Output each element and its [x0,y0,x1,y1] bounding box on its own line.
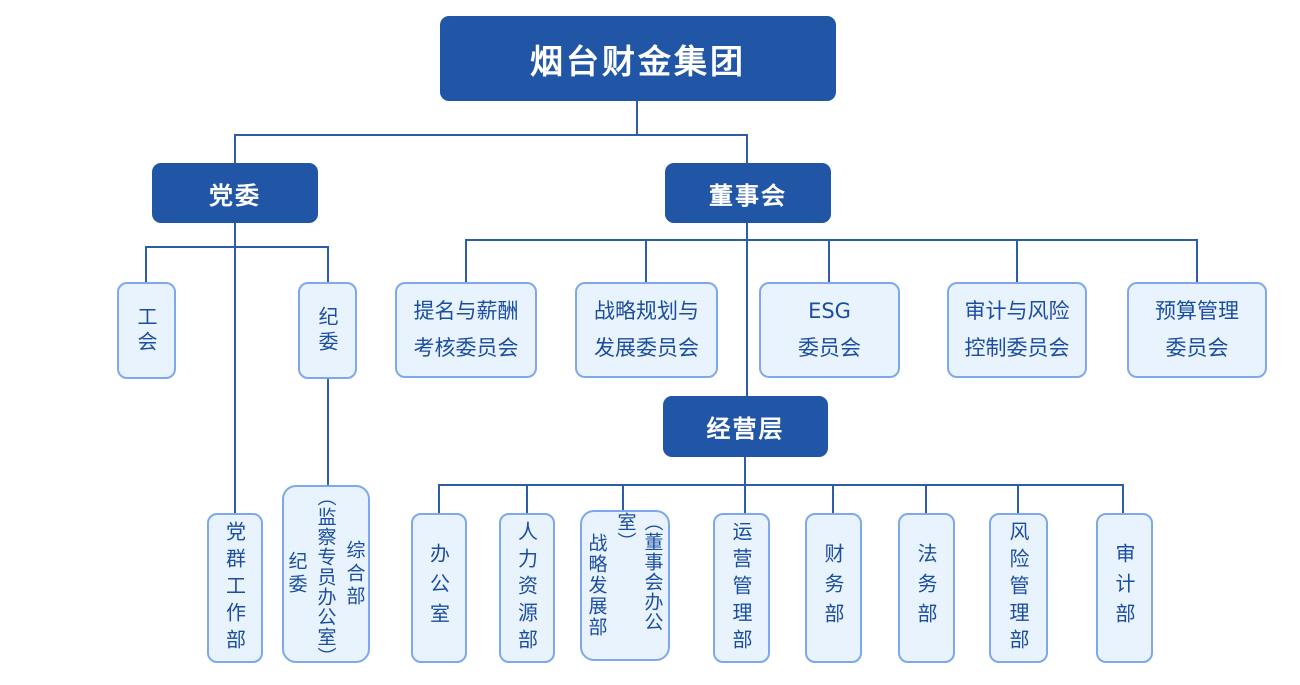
org-node-root: 烟台财金集团 [440,16,836,101]
connector-dept-leg-finance [832,484,834,513]
committee-line2: 委员会 [798,336,861,360]
party-label: 党委 [209,181,261,210]
committee-line1: ESG [808,299,851,323]
connector-dept-leg-hr [526,484,528,513]
connector-committee-leg-1 [465,239,467,282]
org-node-discipline: 纪委 [298,282,357,379]
general-dept-annotation: （监察专员办公室） [314,487,337,667]
org-node-party-mass-dept: 党群工作部 [207,513,263,663]
discipline-label: 纪委 [315,305,339,356]
org-node-dept-operations: 运营管理部 [713,513,770,663]
root-label: 烟台财金集团 [530,41,746,81]
connector-union-leg [145,246,147,282]
connector-dept-leg-risk [1017,484,1019,513]
connector-dept-leg-audit [1122,484,1124,513]
dept-hr-label: 人力资源部 [514,520,539,656]
dept-operations-label: 运营管理部 [729,520,753,656]
connector-dept-leg-strategy [622,484,624,510]
committee-line2: 考核委员会 [413,336,519,360]
org-node-dept-strategy: 战略发展部 （董事会办公室） [580,510,670,661]
committee-line1: 提名与薪酬 [413,299,519,323]
connector-level2-horizontal [234,134,748,136]
org-node-dept-audit: 审计部 [1096,513,1153,663]
org-node-general-dept: 纪委 （监察专员办公室） 综合部 [282,485,370,667]
dept-strategy-label: 战略发展部 [585,533,608,638]
org-node-committee-nomination: 提名与薪酬 考核委员会 [395,282,537,378]
committee-line2: 委员会 [1165,336,1229,360]
org-node-dept-legal: 法务部 [898,513,955,663]
connector-board-spine [746,223,748,396]
dept-office-label: 办公室 [426,543,451,633]
org-node-committee-esg: ESG 委员会 [759,282,900,378]
union-label: 工会 [134,305,158,356]
org-node-dept-hr: 人力资源部 [499,513,555,663]
org-node-dept-office: 办公室 [411,513,467,663]
connector-committee-leg-5 [1196,239,1198,282]
party-mass-dept-label: 党群工作部 [222,520,247,656]
connector-committee-leg-4 [1016,239,1018,282]
connector-committee-leg-3 [828,239,830,282]
connector-committee-leg-2 [645,239,647,282]
org-node-party-committee: 党委 [152,163,318,223]
general-dept-secondary-label: 纪委 [285,551,308,597]
org-node-dept-finance: 财务部 [805,513,862,663]
committee-line2: 控制委员会 [964,336,1070,360]
dept-finance-label: 财务部 [821,543,845,633]
connector-board-leg [746,134,748,163]
org-node-committee-audit-risk: 审计与风险 控制委员会 [947,282,1087,378]
committee-line1: 审计与风险 [964,299,1070,323]
management-label: 经营层 [706,415,785,443]
connector-department-horizontal [438,484,1123,486]
committee-line2: 发展委员会 [594,336,699,360]
board-label: 董事会 [709,181,787,210]
connector-discipline-leg [327,246,329,282]
org-node-committee-budget: 预算管理 委员会 [1127,282,1267,378]
org-node-management: 经营层 [663,396,828,457]
connector-discipline-to-general [327,379,329,485]
org-node-board: 董事会 [665,163,831,223]
dept-strategy-annotation: （董事会办公室） [614,512,664,632]
connector-party-spine [234,223,236,513]
connector-dept-leg-legal [925,484,927,513]
connector-party-leg [234,134,236,163]
connector-committee-horizontal [465,239,1198,241]
org-node-union: 工会 [117,282,176,379]
committee-line1: 预算管理 [1155,299,1239,323]
connector-root-down [636,101,638,135]
org-node-committee-strategic-planning: 战略规划与 发展委员会 [575,282,718,378]
dept-risk-label: 风险管理部 [1006,520,1030,656]
connector-dept-leg-office [438,484,440,513]
dept-legal-label: 法务部 [914,543,938,633]
general-dept-label: 综合部 [343,539,366,609]
org-node-dept-risk: 风险管理部 [989,513,1048,663]
committee-line1: 战略规划与 [594,299,699,323]
dept-audit-label: 审计部 [1112,543,1136,633]
connector-party-horizontal [145,246,329,248]
